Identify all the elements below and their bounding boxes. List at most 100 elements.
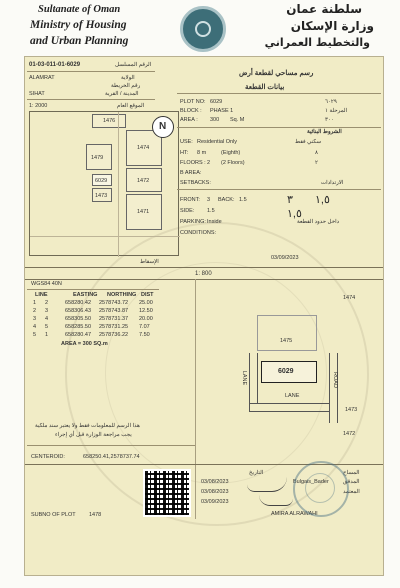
site-plot-1472: 1472 xyxy=(343,431,356,437)
row2-pt: 3 xyxy=(45,308,49,314)
header-title-en-line2: Ministry of Housing xyxy=(30,19,127,31)
target-plot: 6029 xyxy=(261,361,317,383)
wilayat-label-ar: الولاية xyxy=(121,75,135,81)
header-title-en-line1: Sultanate of Oman xyxy=(38,4,121,15)
header-title-ar-line1: سلطنة عمان xyxy=(286,2,362,16)
official-seal-stamp xyxy=(293,461,349,517)
map-number-label-ar: رقم الخريطة xyxy=(111,83,141,89)
row1-line: 1 xyxy=(33,300,37,306)
row5-northing: 2578736.22 xyxy=(99,332,129,338)
approved-label-ar: المعتمد xyxy=(343,489,360,495)
ministry-emblem xyxy=(180,6,226,52)
loc-plot-1476: 1476 xyxy=(103,118,116,124)
row4-line: 4 xyxy=(33,324,37,330)
floors-value: 2 xyxy=(207,160,211,166)
location-scale: 1: 2000 xyxy=(29,103,48,109)
front-label: FRONT: xyxy=(180,197,200,203)
barea-label: B AREA: xyxy=(180,170,202,176)
back-value: 1.5 xyxy=(239,197,247,203)
road-right: ROAD xyxy=(331,372,338,388)
conditions-label: CONDITIONS: xyxy=(180,230,217,236)
use-value: Residential Only xyxy=(197,139,238,145)
row5-line: 5 xyxy=(33,332,37,338)
approved-by: AMIRA ALRAWAHI xyxy=(271,511,318,517)
plan-number: 01-03-011-01-6029 xyxy=(29,62,81,68)
disclaimer-ar-1: هذا الرسم للمعلومات فقط ولا يعتبر سند مل… xyxy=(35,423,140,429)
setbacks-label: SETBACKS: xyxy=(180,180,211,186)
site-plot-1475-box: 1475 xyxy=(257,315,317,351)
col-dist: DIST xyxy=(141,292,154,298)
area-summary: AREA = 300 SQ.m xyxy=(61,341,108,347)
plot-no-label: PLOT NO: xyxy=(180,99,206,105)
row1-pt: 2 xyxy=(45,300,49,306)
district: SIHAT xyxy=(29,91,45,97)
handwritten-setback-3: ٣ xyxy=(287,194,293,206)
row2-line: 2 xyxy=(33,308,37,314)
row1-northing: 2578743.72 xyxy=(99,300,129,306)
location-label-ar: الموقع العام xyxy=(117,103,145,109)
row3-easting: 658305.50 xyxy=(65,316,91,322)
row4-easting: 658285.50 xyxy=(65,324,91,330)
row4-northing: 2578731.25 xyxy=(99,324,129,330)
site-scale: 1: 800 xyxy=(195,271,212,277)
parking-label: PARKING: xyxy=(180,219,206,225)
north-arrow-icon: N xyxy=(152,116,174,138)
col-easting: EASTING xyxy=(73,292,98,298)
signature-scribble-icon xyxy=(247,477,287,492)
site-plot-1475: 1475 xyxy=(280,338,293,344)
handwritten-setback-15a: ١,٥ xyxy=(315,194,330,206)
area-unit: Sq. M xyxy=(230,117,245,123)
loc-plot-1471: 1471 xyxy=(137,209,150,215)
location-map: 1476 1474 1479 1472 6029 1473 1471 N xyxy=(29,111,180,257)
ht-ar: ٨ xyxy=(315,150,318,156)
date-stamp-top: 03/09/2023 xyxy=(271,255,299,261)
district-label-ar: المدينة / القرية xyxy=(105,91,139,97)
block-value: PHASE 1 xyxy=(210,108,234,114)
col-northing: NORTHING xyxy=(107,292,137,298)
building-conditions-ar: الشروط البنائية xyxy=(307,129,342,135)
row4-pt: 5 xyxy=(45,324,49,330)
parking-value: Inside xyxy=(207,219,222,225)
document-title-ar: رسم مساحي لقطعة أرض xyxy=(239,70,314,77)
surveyor-label-ar: المساح xyxy=(343,470,360,476)
region: ALAMRAT xyxy=(29,75,55,81)
floors-label: FLOORS : xyxy=(180,160,206,166)
parking-ar: داخل حدود القطعة xyxy=(297,219,340,225)
row3-pt: 4 xyxy=(45,316,49,322)
header-title-ar-line3: والتخطيط العمراني xyxy=(264,36,370,49)
back-label: BACK: xyxy=(218,197,235,203)
header-title-en-line3: and Urban Planning xyxy=(30,35,129,47)
side-value: 1.5 xyxy=(207,208,215,214)
road-lane-left: LANE xyxy=(241,370,248,386)
row2-dist: 12.50 xyxy=(139,308,153,314)
checked-date: 03/08/2023 xyxy=(201,489,229,495)
block-label: BLOCK : xyxy=(180,108,202,114)
row2-easting: 658306.43 xyxy=(65,308,91,314)
disclaimer-ar-2: يجب مراجعة الوزارة قبل أي إجراء xyxy=(55,432,132,438)
subno-label: SUBNO OF PLOT xyxy=(31,512,76,518)
surveyor-date-label-ar: التاريخ xyxy=(249,470,264,476)
loc-plot-1472: 1472 xyxy=(137,178,150,184)
floors-note: (2 Floors) xyxy=(221,160,245,166)
area-value: 300 xyxy=(210,117,220,123)
loc-plot-1473: 1473 xyxy=(95,193,108,199)
centroid-label: CENTEROID: xyxy=(31,454,65,460)
floors-ar: ٢ xyxy=(315,160,318,166)
target-plot-number: 6029 xyxy=(278,368,294,375)
approved-date: 03/09/2023 xyxy=(201,499,229,505)
plan-number-label-ar: الرقم المسلسل xyxy=(115,62,152,68)
row1-easting: 658280.42 xyxy=(65,300,91,306)
row4-dist: 7.07 xyxy=(139,324,150,330)
row5-easting: 658280.47 xyxy=(65,332,91,338)
use-label: USE: xyxy=(180,139,193,145)
area-ar: ٣٠٠ xyxy=(325,117,334,123)
row1-dist: 25.00 xyxy=(139,300,153,306)
row5-pt: 1 xyxy=(45,332,49,338)
subno-value: 1478 xyxy=(89,512,102,518)
col-line: LINE xyxy=(35,292,48,298)
row3-dist: 20.00 xyxy=(139,316,153,322)
header-title-ar-line2: وزارة الإسكان xyxy=(290,19,374,33)
ht-value: 8 m xyxy=(197,150,207,156)
qr-code xyxy=(143,469,191,517)
block-ar: المرحلة ١ xyxy=(325,108,348,114)
